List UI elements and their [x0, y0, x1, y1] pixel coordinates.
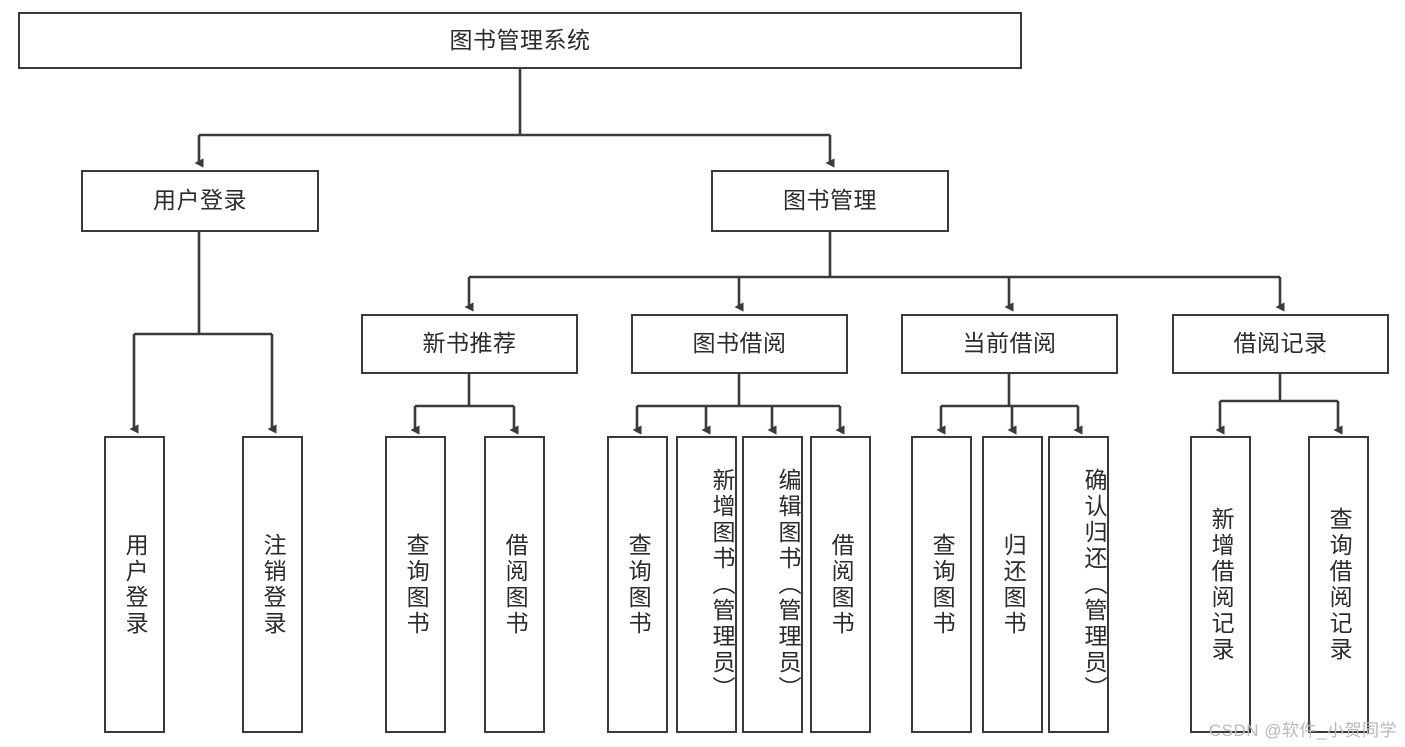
node-leaf-user-login[interactable]: 用户登录 — [104, 436, 165, 733]
node-root[interactable]: 图书管理系统 — [18, 12, 1022, 69]
node-leaf-user-login-label: 用户登录 — [122, 532, 149, 637]
node-leaf-return-book[interactable]: 归还图书 — [982, 436, 1043, 733]
node-leaf-query-book-newbook-label: 查询图书 — [403, 532, 430, 637]
node-leaf-confirm-return-admin-label: 确认归还（管理员） — [1081, 467, 1107, 702]
node-leaf-borrow-book-newbook[interactable]: 借阅图书 — [484, 436, 545, 733]
node-leaf-add-book-admin-label: 新增图书（管理员） — [709, 467, 735, 702]
node-leaf-query-book-newbook[interactable]: 查询图书 — [385, 436, 446, 733]
node-leaf-borrow-book[interactable]: 借阅图书 — [810, 436, 871, 733]
node-new-book-recommend[interactable]: 新书推荐 — [361, 314, 578, 374]
node-leaf-query-book-current-label: 查询图书 — [929, 532, 956, 637]
node-leaf-add-borrow-record[interactable]: 新增借阅记录 — [1190, 436, 1251, 733]
node-leaf-return-book-label: 归还图书 — [1000, 532, 1027, 637]
node-leaf-borrow-book-newbook-label: 借阅图书 — [502, 532, 529, 637]
node-leaf-logout-label: 注销登录 — [260, 532, 287, 637]
node-current-borrow-label: 当前借阅 — [962, 330, 1057, 357]
node-book-borrow[interactable]: 图书借阅 — [631, 314, 848, 374]
node-leaf-confirm-return-admin[interactable]: 确认归还（管理员） — [1048, 436, 1109, 733]
node-leaf-edit-book-admin[interactable]: 编辑图书（管理员） — [742, 436, 803, 733]
node-user-login-label: 用户登录 — [153, 187, 247, 214]
node-new-book-recommend-label: 新书推荐 — [422, 330, 517, 357]
node-leaf-query-borrow-record-label: 查询借阅记录 — [1326, 506, 1353, 663]
node-borrow-record-label: 借阅记录 — [1233, 330, 1328, 357]
node-leaf-query-book-current[interactable]: 查询图书 — [911, 436, 972, 733]
node-leaf-edit-book-admin-label: 编辑图书（管理员） — [775, 467, 801, 702]
node-root-label: 图书管理系统 — [449, 26, 591, 53]
node-user-login[interactable]: 用户登录 — [81, 170, 319, 232]
node-leaf-query-borrow-record[interactable]: 查询借阅记录 — [1308, 436, 1369, 733]
node-book-management-label: 图书管理 — [783, 187, 877, 214]
node-current-borrow[interactable]: 当前借阅 — [901, 314, 1118, 374]
node-book-management[interactable]: 图书管理 — [711, 170, 949, 232]
node-leaf-add-borrow-record-label: 新增借阅记录 — [1208, 506, 1235, 663]
node-leaf-borrow-book-label: 借阅图书 — [828, 532, 855, 637]
node-book-borrow-label: 图书借阅 — [692, 330, 787, 357]
node-leaf-logout[interactable]: 注销登录 — [242, 436, 303, 733]
node-borrow-record[interactable]: 借阅记录 — [1172, 314, 1389, 374]
node-leaf-query-book-borrow[interactable]: 查询图书 — [607, 436, 668, 733]
node-leaf-query-book-borrow-label: 查询图书 — [625, 532, 652, 637]
node-leaf-add-book-admin[interactable]: 新增图书（管理员） — [676, 436, 737, 733]
